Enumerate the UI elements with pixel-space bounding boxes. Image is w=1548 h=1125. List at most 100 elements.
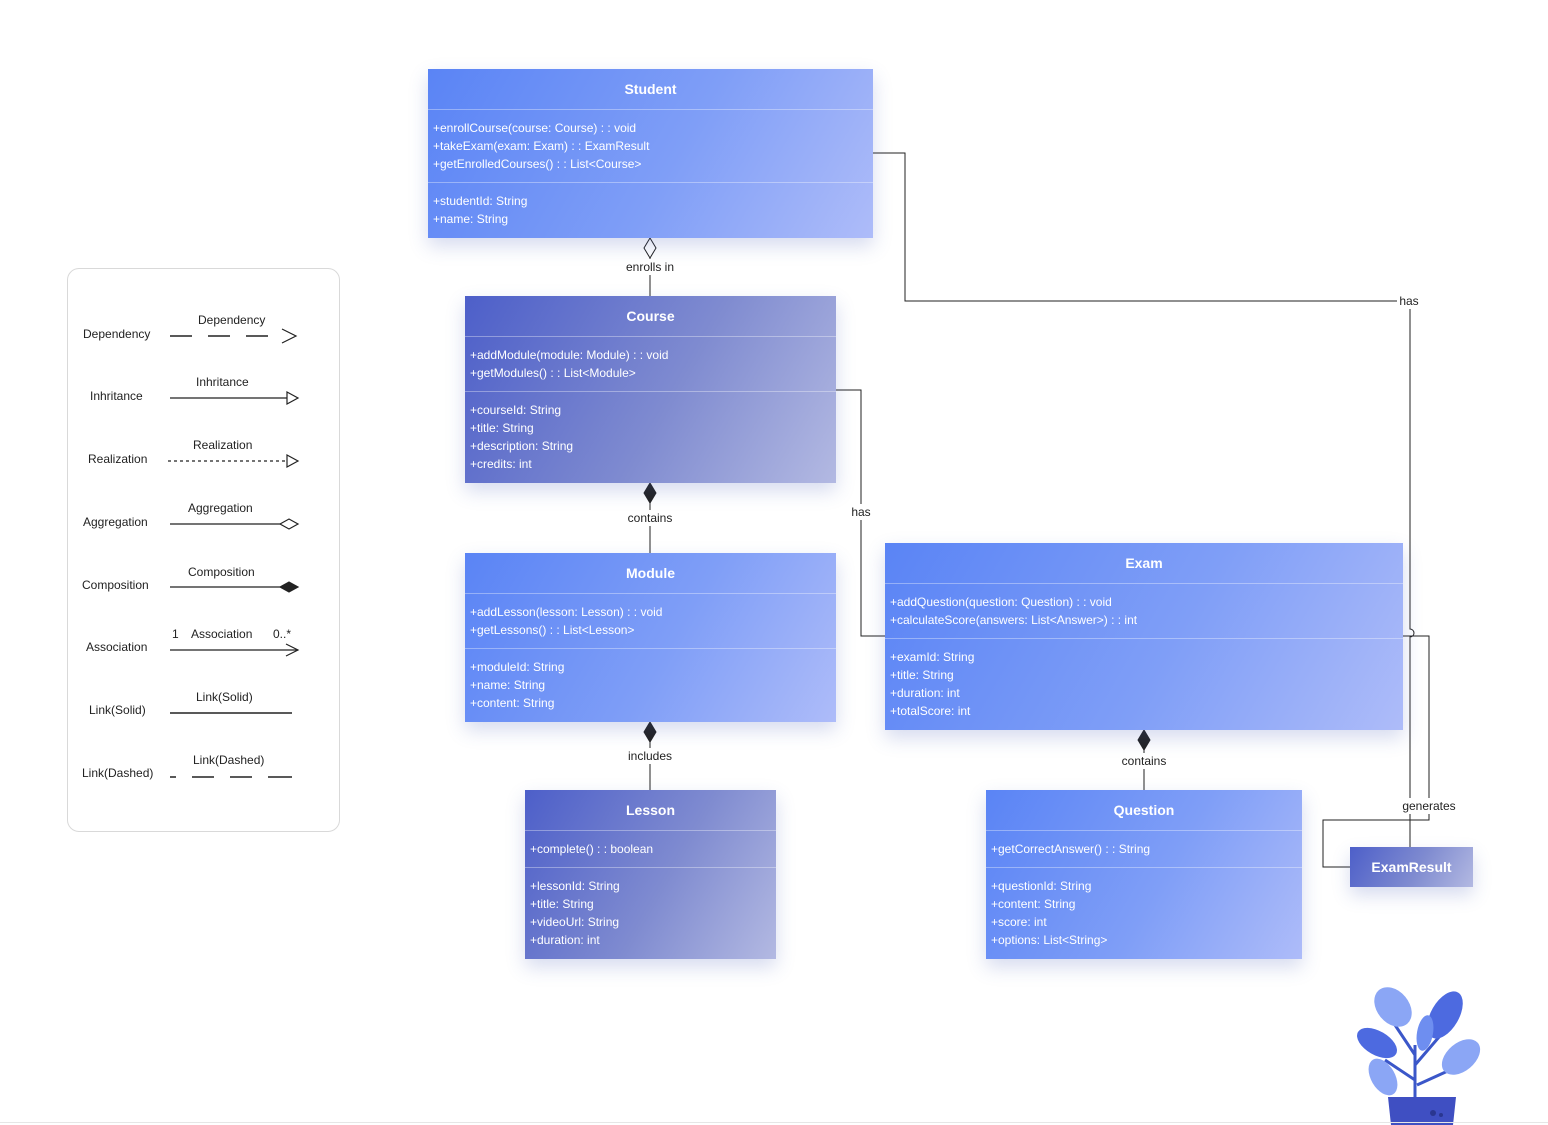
relation-label: has	[851, 505, 870, 519]
attribute: +name: String	[433, 212, 509, 226]
class-lesson[interactable]: Lesson +complete() : : boolean +lessonId…	[525, 790, 776, 959]
method: +addLesson(lesson: Lesson) : : void	[470, 605, 663, 619]
legend-lines	[168, 328, 300, 778]
attribute: +title: String	[530, 897, 594, 911]
class-examresult[interactable]: ExamResult	[1350, 847, 1473, 887]
attribute: +options: List<String>	[991, 933, 1108, 947]
attribute: +videoUrl: String	[530, 915, 620, 929]
hollow-triangle-icon	[286, 390, 300, 406]
methods-section: +addQuestion(question: Question) : : voi…	[885, 584, 1403, 639]
relation-label: includes	[628, 749, 672, 763]
legend-dependency-caption: Dependency	[198, 313, 266, 327]
attribute: +questionId: String	[991, 879, 1092, 893]
class-course[interactable]: Course +addModule(module: Module) : : vo…	[465, 296, 836, 483]
attribute: +content: String	[470, 696, 555, 710]
method: +addQuestion(question: Question) : : voi…	[890, 595, 1112, 609]
attribute: +description: String	[470, 439, 574, 453]
open-arrow-icon	[285, 643, 300, 657]
attribute: +totalScore: int	[890, 704, 971, 718]
attributes-section: +courseId: String +title: String +descri…	[465, 392, 836, 482]
class-name: Exam	[885, 543, 1403, 584]
class-name: ExamResult	[1371, 859, 1452, 875]
attribute: +courseId: String	[470, 403, 562, 417]
class-module[interactable]: Module +addLesson(lesson: Lesson) : : vo…	[465, 553, 836, 722]
legend-realization-label: Realization	[88, 452, 148, 466]
method: +getLessons() : : List<Lesson>	[470, 623, 635, 637]
class-name: Student	[428, 69, 873, 110]
student-examresult-line	[873, 152, 1415, 868]
legend-association-label: Association	[86, 640, 148, 654]
legend-link-solid-label: Link(Solid)	[89, 703, 146, 717]
legend-link-dashed-caption: Link(Dashed)	[193, 753, 265, 767]
attribute: +studentId: String	[433, 194, 528, 208]
attribute: +content: String	[991, 897, 1076, 911]
legend-panel: Dependency Dependency Inhritance Inhrita…	[67, 268, 340, 832]
attribute: +duration: int	[890, 686, 960, 700]
attribute: +examId: String	[890, 650, 975, 664]
attributes-section: +moduleId: String +name: String +content…	[465, 649, 836, 721]
method: +getModules() : : List<Module>	[470, 366, 636, 380]
class-exam[interactable]: Exam +addQuestion(question: Question) : …	[885, 543, 1403, 730]
exam-examresult-line	[1322, 635, 1430, 868]
legend-aggregation-label: Aggregation	[83, 515, 148, 529]
legend-inheritance-label: Inhritance	[90, 389, 143, 403]
legend-dependency-label: Dependency	[83, 327, 151, 341]
potted-plant-icon	[1357, 987, 1481, 1125]
legend-link-dashed-label: Link(Dashed)	[82, 766, 154, 780]
legend-composition-caption: Composition	[188, 565, 255, 579]
method: +enrollCourse(course: Course) : : void	[433, 121, 637, 135]
relation-label: has	[1399, 294, 1418, 308]
attribute: +lessonId: String	[530, 879, 620, 893]
methods-section: +getCorrectAnswer() : : String	[986, 831, 1302, 868]
methods-section: +complete() : : boolean	[525, 831, 776, 868]
method: +takeExam(exam: Exam) : : ExamResult	[433, 139, 650, 153]
legend-association-caption: Association	[191, 627, 253, 641]
relation-label: generates	[1402, 799, 1455, 813]
legend-aggregation-caption: Aggregation	[188, 501, 253, 515]
open-arrow-icon	[281, 328, 298, 344]
legend-link-solid-caption: Link(Solid)	[196, 690, 253, 704]
method: +getEnrolledCourses() : : List<Course>	[433, 157, 642, 171]
filled-diamond-icon	[278, 581, 300, 593]
relation-label: contains	[1122, 754, 1167, 768]
class-question[interactable]: Question +getCorrectAnswer() : : String …	[986, 790, 1302, 959]
aggregation-diamond	[643, 237, 657, 259]
attribute: +moduleId: String	[470, 660, 565, 674]
legend-composition-label: Composition	[82, 578, 149, 592]
composition-diamond	[643, 482, 657, 504]
relation-label: contains	[628, 511, 673, 525]
method: +calculateScore(answers: List<Answer>) :…	[890, 613, 1138, 627]
attributes-section: +examId: String +title: String +duration…	[885, 639, 1403, 729]
attribute: +duration: int	[530, 933, 600, 947]
method: +complete() : : boolean	[530, 842, 654, 856]
legend-association-mult-left: 1	[172, 627, 179, 641]
hollow-triangle-icon	[286, 453, 300, 469]
attributes-section: +lessonId: String +title: String +videoU…	[525, 868, 776, 958]
relation-label: enrolls in	[626, 260, 674, 274]
class-student[interactable]: Student +enrollCourse(course: Course) : …	[428, 69, 873, 238]
methods-section: +addLesson(lesson: Lesson) : : void +get…	[465, 594, 836, 649]
attributes-section: +studentId: String +name: String	[428, 183, 873, 237]
attribute: +name: String	[470, 678, 546, 692]
composition-diamond	[643, 721, 657, 743]
class-name: Module	[465, 553, 836, 594]
method: +getCorrectAnswer() : : String	[991, 842, 1151, 856]
legend-realization-caption: Realization	[193, 438, 253, 452]
attribute: +credits: int	[470, 457, 532, 471]
attributes-section: +questionId: String +content: String +sc…	[986, 868, 1302, 958]
page-divider	[0, 1122, 1548, 1123]
class-name: Lesson	[525, 790, 776, 831]
hollow-diamond-icon	[278, 518, 300, 530]
legend-inheritance-caption: Inhritance	[196, 375, 249, 389]
attribute: +score: int	[991, 915, 1047, 929]
attribute: +title: String	[470, 421, 534, 435]
method: +addModule(module: Module) : : void	[470, 348, 669, 362]
attribute: +title: String	[890, 668, 954, 682]
composition-diamond	[1137, 729, 1151, 751]
class-name: Course	[465, 296, 836, 337]
methods-section: +addModule(module: Module) : : void +get…	[465, 337, 836, 392]
class-name: Question	[986, 790, 1302, 831]
methods-section: +enrollCourse(course: Course) : : void +…	[428, 110, 873, 183]
legend-association-mult-right: 0..*	[273, 627, 292, 641]
